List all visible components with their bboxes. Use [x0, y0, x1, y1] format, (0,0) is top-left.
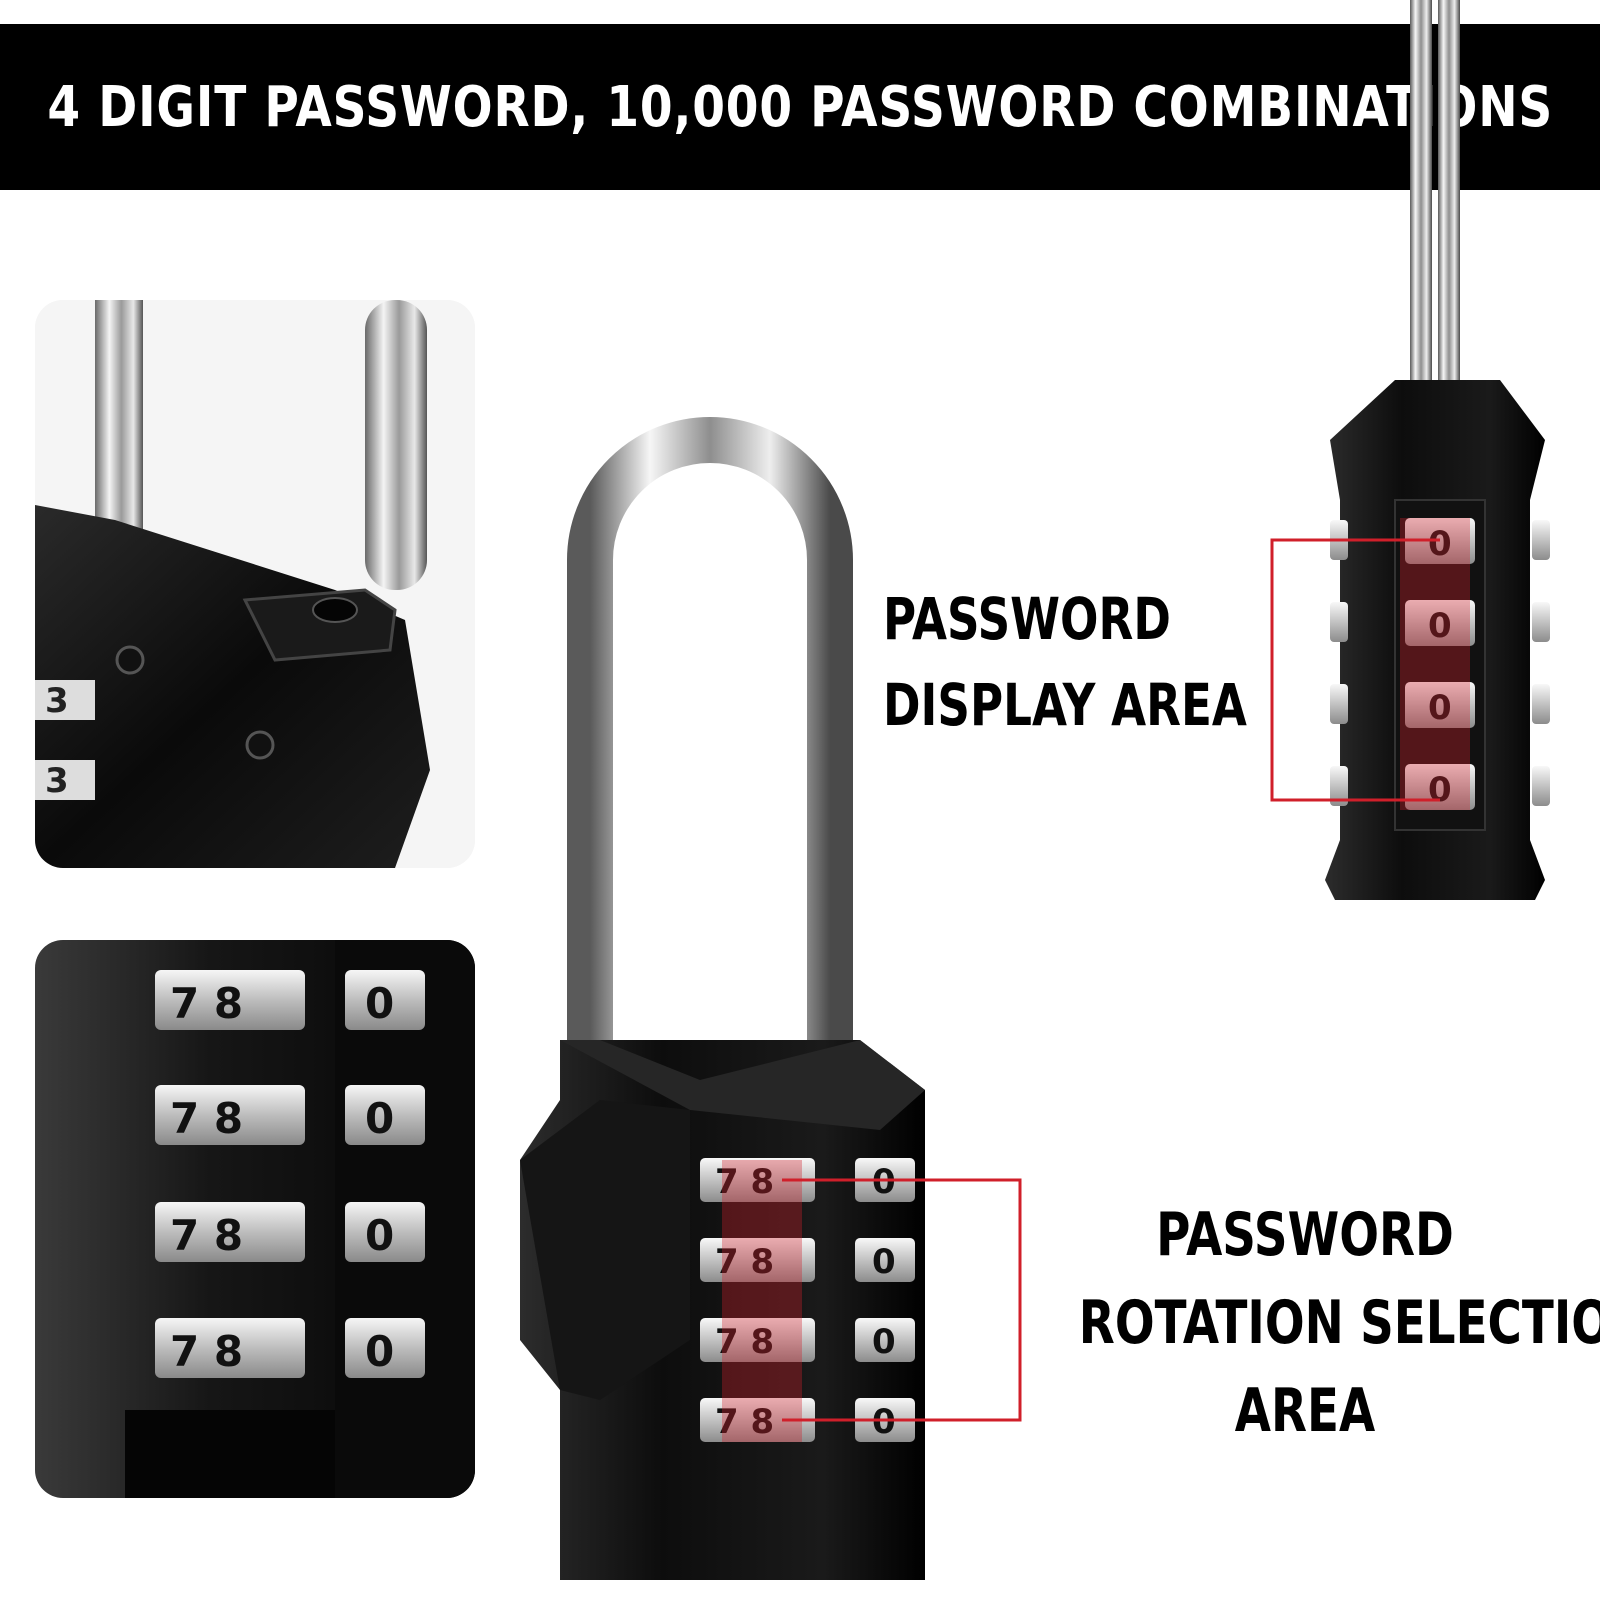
display-label-line-1: PASSWORD [883, 585, 1171, 653]
svg-text:7 8: 7 8 [715, 1162, 774, 1202]
padlock-bottom-view-image: 0 0 0 0 [1325, 0, 1550, 900]
svg-text:0: 0 [365, 979, 394, 1028]
headline-banner: 4 DIGIT PASSWORD, 10,000 PASSWORD COMBIN… [0, 24, 1600, 190]
svg-text:7 8: 7 8 [715, 1322, 774, 1362]
dials-closeup-panel: 7 8 0 7 8 0 7 8 0 7 8 0 [35, 940, 475, 1498]
headline-text: 4 DIGIT PASSWORD, 10,000 PASSWORD COMBIN… [47, 74, 1553, 140]
svg-text:7 8: 7 8 [170, 1211, 243, 1260]
svg-text:7 8: 7 8 [170, 1327, 243, 1376]
svg-text:0: 0 [365, 1094, 394, 1143]
svg-text:7 8: 7 8 [715, 1402, 774, 1442]
rotation-label-line-1: PASSWORD [1156, 1200, 1454, 1270]
svg-text:0: 0 [872, 1242, 896, 1282]
svg-text:7 8: 7 8 [170, 1094, 243, 1143]
svg-text:0: 0 [365, 1211, 394, 1260]
shackle-closeup-panel: 3 3 [35, 300, 475, 868]
padlock-closeup-dials-image: 7 8 0 7 8 0 7 8 0 7 8 0 [35, 940, 475, 1498]
rotation-callout [782, 1178, 1022, 1422]
rotation-label-line-3: AREA [1234, 1376, 1376, 1446]
svg-text:0: 0 [872, 1162, 896, 1202]
rotation-label-line-2: ROTATION SELECTION [1078, 1288, 1600, 1358]
svg-text:0: 0 [1428, 524, 1452, 564]
svg-text:0: 0 [365, 1327, 394, 1376]
svg-text:0: 0 [1428, 606, 1452, 646]
svg-text:7 8: 7 8 [715, 1242, 774, 1282]
display-callout [1270, 538, 1440, 802]
svg-text:3: 3 [45, 681, 69, 721]
svg-text:0: 0 [872, 1402, 896, 1442]
password-rotation-area-label: PASSWORD ROTATION SELECTION AREA [1078, 1200, 1600, 1446]
main-padlock-image: 7 8 7 8 7 8 7 8 0 0 0 0 [520, 417, 925, 1580]
display-label-line-2: DISPLAY AREA [883, 671, 1247, 739]
padlock-closeup-shackle-image: 3 3 [35, 300, 475, 868]
password-display-area-label: PASSWORD DISPLAY AREA [883, 585, 1247, 739]
svg-text:0: 0 [872, 1322, 896, 1362]
svg-text:0: 0 [1428, 688, 1452, 728]
svg-text:3: 3 [45, 761, 69, 801]
svg-text:7 8: 7 8 [170, 979, 243, 1028]
